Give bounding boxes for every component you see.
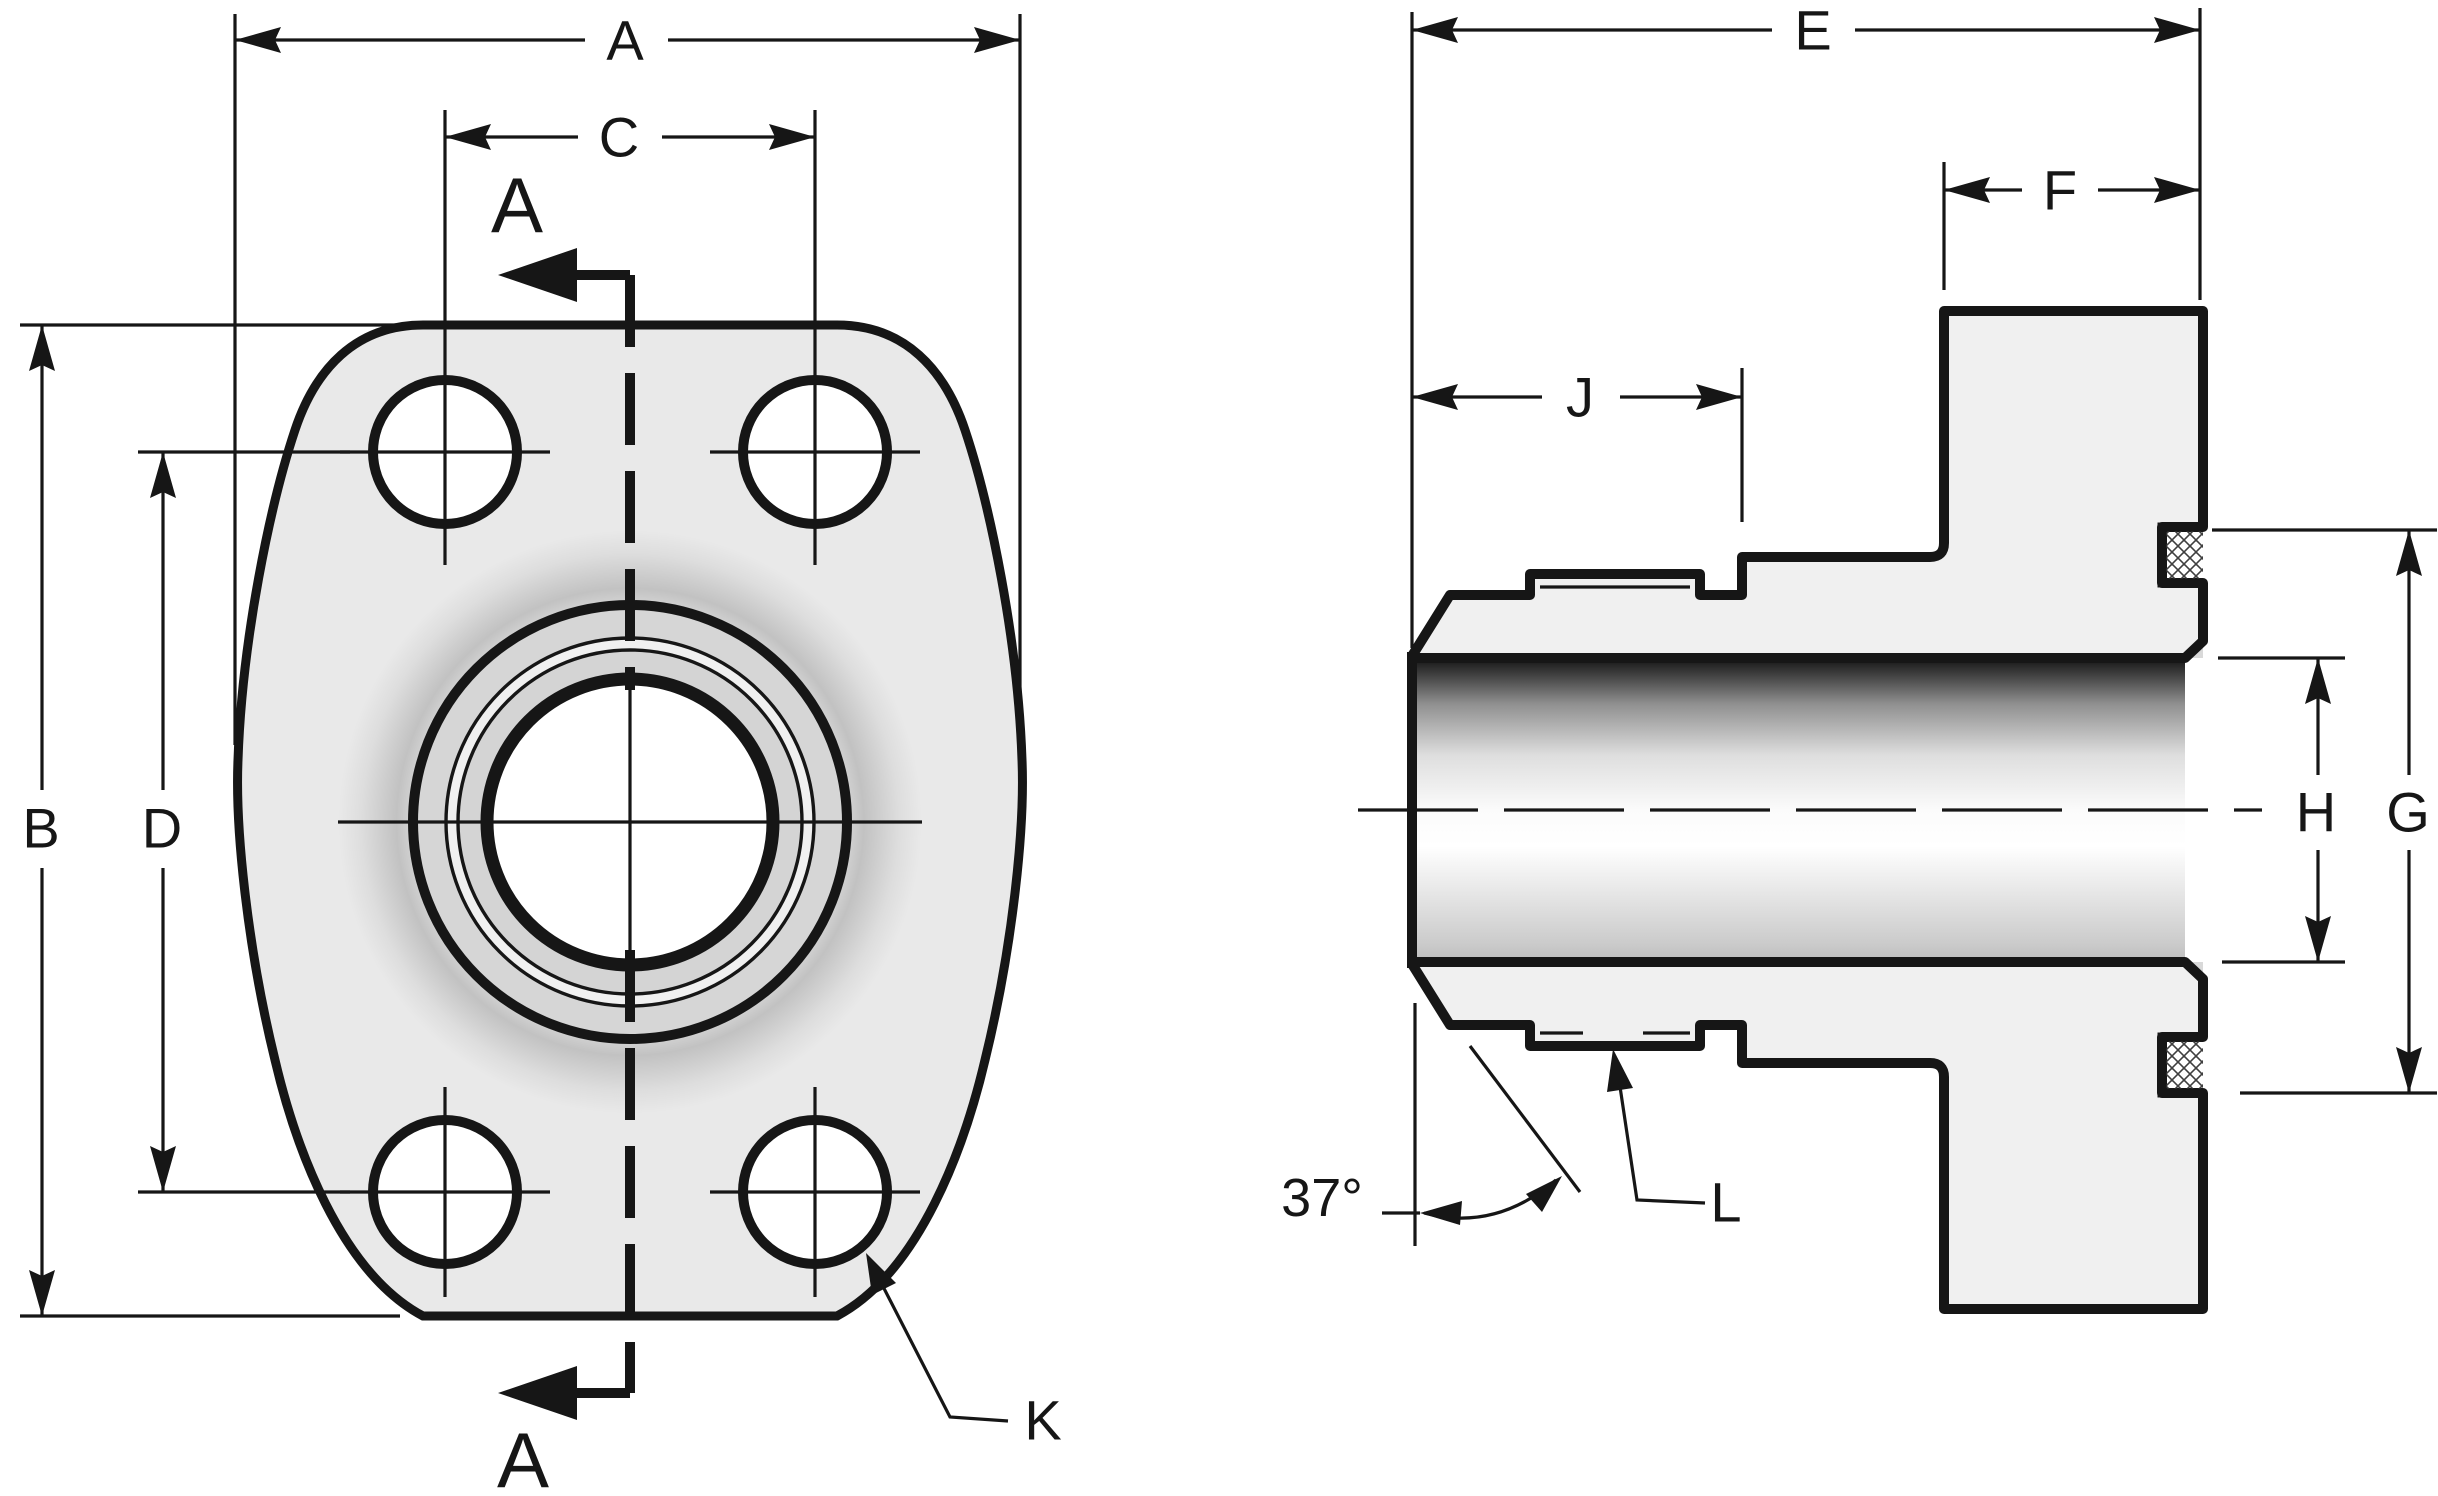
lower-wall-section: [1407, 957, 2208, 1314]
callout-l: L: [1607, 1049, 1742, 1234]
dim-h-label: H: [2296, 781, 2336, 844]
dimension-e: E: [1410, 0, 2202, 648]
angle-ref-diagonal: [1468, 1045, 1582, 1193]
section-view: E F J H: [1281, 0, 2437, 1314]
dimension-f: F: [1942, 159, 2200, 290]
k-leader-line: [870, 1264, 1009, 1423]
oring-groove-top: [2157, 522, 2203, 588]
dim-c-label: C: [599, 106, 639, 169]
section-arrow-top: [498, 248, 577, 302]
dim-e-label: E: [1794, 0, 1831, 62]
k-label: K: [1024, 1389, 1061, 1452]
bolt-hole-bottom-left: [340, 1087, 550, 1297]
front-view: A A A C: [20, 9, 1062, 1496]
section-arrow-bottom: [498, 1366, 577, 1420]
section-label-bottom: A: [497, 1416, 549, 1496]
dimension-c: C: [443, 106, 817, 565]
flare-angle-annotation: 37°: [1281, 1003, 1582, 1246]
l-leader-line: [1614, 1059, 1706, 1205]
dim-j-label: J: [1566, 366, 1594, 429]
dim-g-label: G: [2386, 781, 2430, 844]
dimension-d: D: [138, 450, 350, 1194]
section-line-a-a: A A: [491, 161, 635, 1496]
angle-arrow-left: [1420, 1201, 1462, 1225]
upper-wall-section: [1407, 306, 2208, 663]
k-leader-arrow: [866, 1253, 896, 1295]
dimension-g: G: [2212, 528, 2437, 1095]
angle-arrow-right: [1526, 1176, 1562, 1212]
bolt-hole-bottom-right: [710, 1087, 920, 1297]
flare-angle-label: 37°: [1281, 1168, 1363, 1228]
l-label: L: [1710, 1171, 1741, 1234]
dim-a-label: A: [606, 9, 644, 72]
section-label-top: A: [491, 161, 543, 249]
dim-d-label: D: [142, 797, 182, 860]
dim-b-label: B: [22, 797, 59, 860]
dimension-a: A: [233, 9, 1022, 750]
oring-groove-bottom: [2157, 1032, 2203, 1098]
dim-f-label: F: [2043, 159, 2077, 222]
callout-k: K: [866, 1253, 1062, 1452]
dimension-b: B: [20, 323, 400, 1318]
dimension-j: J: [1412, 366, 1744, 522]
l-leader-arrow: [1607, 1049, 1633, 1092]
dimension-h: H: [2218, 656, 2345, 964]
